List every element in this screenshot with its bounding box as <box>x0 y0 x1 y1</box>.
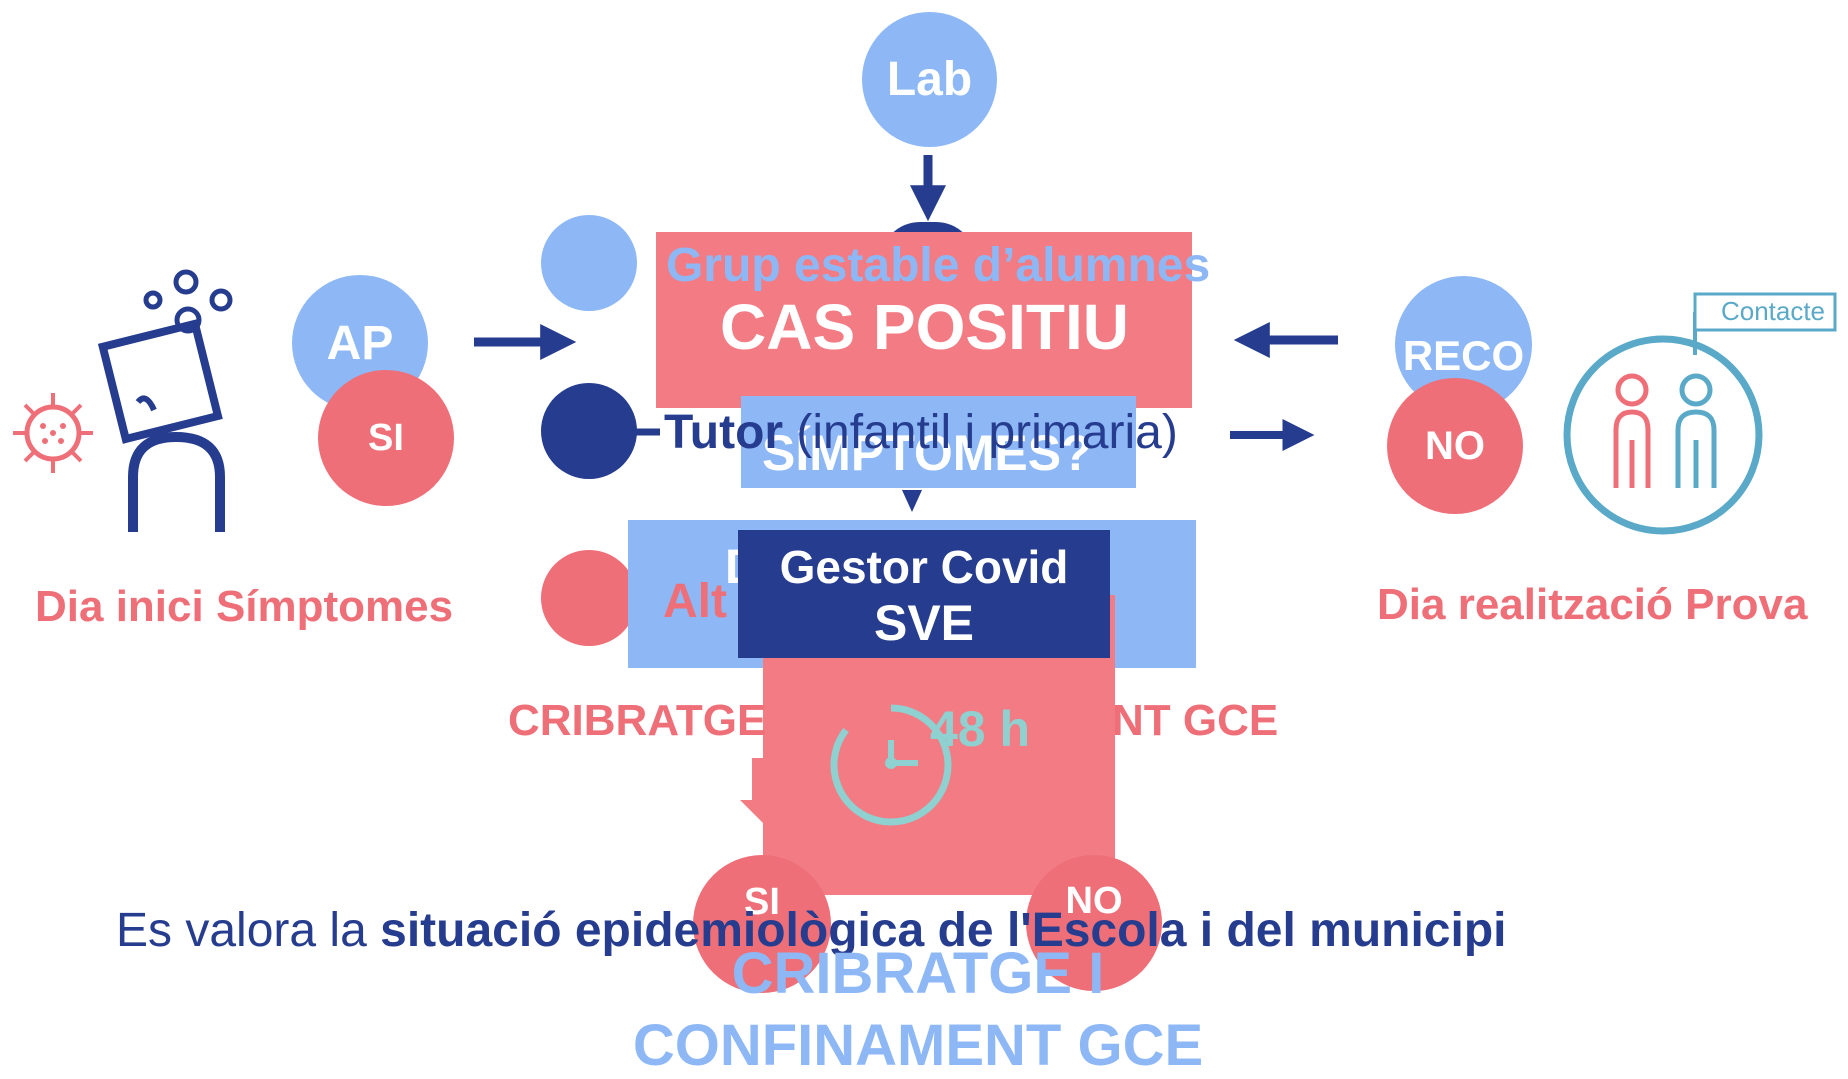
cas-positiu-box <box>656 232 1192 408</box>
arrow-fragment-icon <box>740 800 764 824</box>
no-label: NO <box>1425 423 1485 468</box>
gestor-line2: SVE <box>873 595 975 651</box>
cribratge-line1: CRIBRATGE I <box>731 941 1105 1006</box>
tutor-text: Tutor (infantil i primaria) <box>664 405 1178 460</box>
down-arrow-fragment <box>752 758 766 808</box>
simptomes-down-arrow <box>902 490 922 512</box>
lab-label: Lab <box>886 53 973 106</box>
valora-text: Es valora la situació epidemiològica de … <box>116 903 1506 958</box>
simptomes-label: SÍMPTOMES? <box>762 425 1092 481</box>
cribratge-line2: CONFINAMENT GCE <box>632 1013 1204 1078</box>
cribratge-fragment-left: CRIBRATGE <box>508 696 767 745</box>
group-text: Grup estable d’alumnes <box>666 239 1211 292</box>
gestor-covid-box <box>738 530 1110 658</box>
tutor-rest: (infantil i primaria) <box>783 406 1178 459</box>
si-bottom-circle: SI <box>693 855 831 993</box>
valora-normal: Es valora la <box>116 904 381 957</box>
right-caption: Dia realització Prova <box>1377 580 1808 629</box>
contact-tag-label: Contacte <box>1720 296 1826 326</box>
clock-icon <box>830 704 952 826</box>
gestor-line1: Gestor Covid <box>779 541 1069 593</box>
no-bottom-circle: NO <box>1026 855 1162 991</box>
legend-dot-coral <box>541 550 637 646</box>
left-caption: Dia inici Símptomes <box>35 582 454 631</box>
valora-bold: situació epidemiològica de l'Escola i de… <box>380 904 1507 957</box>
legend-dot-navy <box>541 383 637 479</box>
lab-circle: Lab <box>862 12 997 147</box>
sick-person-icon <box>97 269 233 532</box>
cribratge-fragment-right: NT GCE <box>1112 696 1279 745</box>
si-label: SI <box>368 416 404 459</box>
legend-dot-light-blue <box>541 215 637 311</box>
contacts-icon <box>1563 292 1837 535</box>
no-circle: NO <box>1387 378 1523 514</box>
reco-label: RECO <box>1402 331 1525 379</box>
timer-label: 48 h <box>930 701 1031 757</box>
ap-label: AP <box>326 316 394 370</box>
tutor-bold: Tutor <box>664 406 784 459</box>
simptomes-box <box>741 396 1136 488</box>
alt-fragment: Alt <box>663 575 727 628</box>
cas-positiu-label: CAS POSITIU <box>720 291 1129 363</box>
si-bottom-label: SI <box>744 880 780 923</box>
virus-icon <box>13 393 93 473</box>
si-circle: SI <box>318 370 454 506</box>
no-bottom-label: NO <box>1065 879 1123 922</box>
